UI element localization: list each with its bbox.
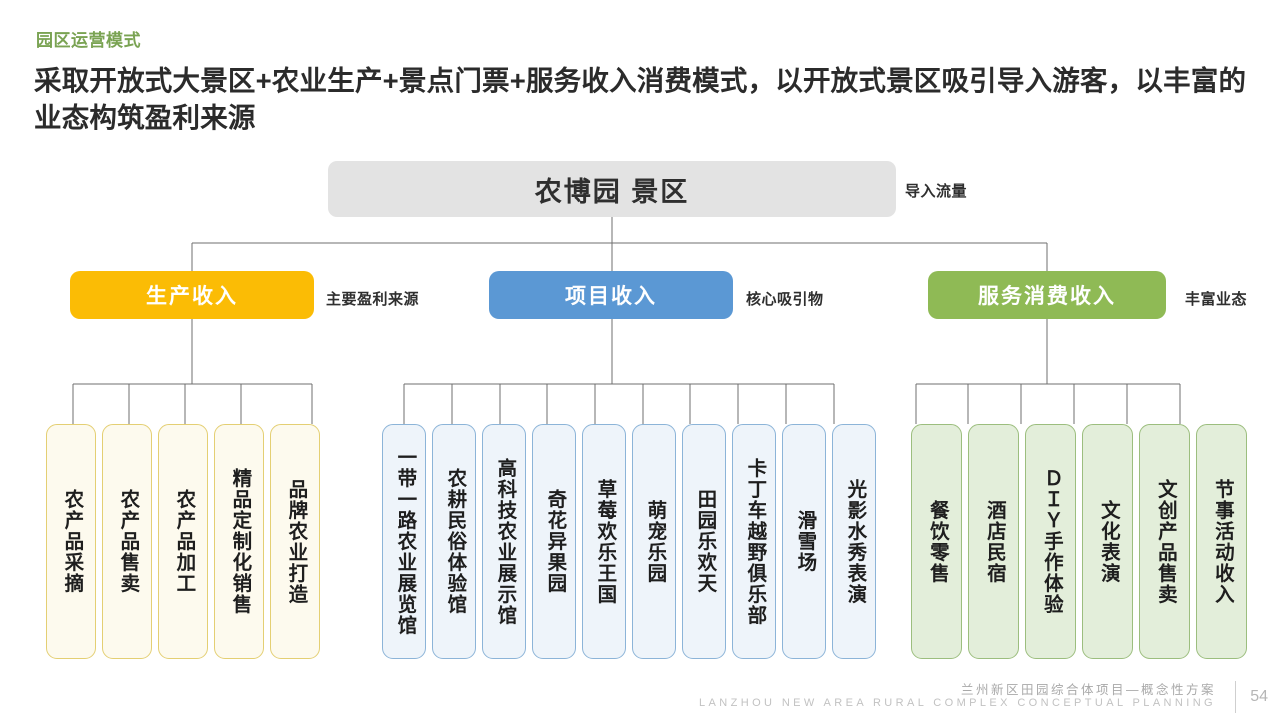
leaf-node[interactable]: ＤＩＹ手作体验: [1025, 424, 1076, 659]
leaf-label: 农产品采摘: [60, 489, 83, 594]
leaf-node[interactable]: 农产品加工: [158, 424, 208, 659]
leaf-node[interactable]: 农产品售卖: [102, 424, 152, 659]
leaf-node[interactable]: 高科技农业展示馆: [482, 424, 526, 659]
leaf-label: 节事活动收入: [1211, 478, 1234, 605]
root-note: 导入流量: [905, 183, 968, 200]
leaf-label: 农耕民俗体验馆: [443, 468, 466, 615]
leaf-label: ＤＩＹ手作体验: [1040, 468, 1063, 615]
leaf-label: 奇花异果园: [543, 489, 566, 594]
leaf-label: 光影水秀表演: [843, 478, 866, 605]
leaf-node[interactable]: 酒店民宿: [968, 424, 1019, 659]
leaf-node[interactable]: 文创产品售卖: [1139, 424, 1190, 659]
branch-node-service-income[interactable]: 服务消费收入: [928, 271, 1166, 319]
branch-note-production: 主要盈利来源: [326, 291, 420, 308]
leaf-row-project: 一带一路农业展览馆 农耕民俗体验馆 高科技农业展示馆 奇花异果园 草莓欢乐王国 …: [382, 424, 876, 659]
leaf-label: 农产品售卖: [116, 489, 139, 594]
leaf-node[interactable]: 农产品采摘: [46, 424, 96, 659]
branch-note-project: 核心吸引物: [746, 291, 824, 308]
leaf-label: 田园乐欢天: [693, 489, 716, 594]
leaf-label: 卡丁车越野俱乐部: [743, 457, 766, 626]
leaf-node[interactable]: 一带一路农业展览馆: [382, 424, 426, 659]
leaf-node[interactable]: 农耕民俗体验馆: [432, 424, 476, 659]
leaf-node[interactable]: 卡丁车越野俱乐部: [732, 424, 776, 659]
leaf-node[interactable]: 草莓欢乐王国: [582, 424, 626, 659]
leaf-node[interactable]: 光影水秀表演: [832, 424, 876, 659]
leaf-label: 酒店民宿: [983, 499, 1006, 584]
leaf-label: 文创产品售卖: [1154, 478, 1177, 605]
leaf-node[interactable]: 品牌农业打造: [270, 424, 320, 659]
leaf-label: 萌宠乐园: [643, 499, 666, 584]
branch-node-project-income[interactable]: 项目收入: [489, 271, 733, 319]
leaf-node[interactable]: 萌宠乐园: [632, 424, 676, 659]
branch-note-service: 丰富业态: [1185, 291, 1248, 308]
footer-title-en: LANZHOU NEW AREA RURAL COMPLEX CONCEPTUA…: [699, 697, 1216, 709]
leaf-node[interactable]: 节事活动收入: [1196, 424, 1247, 659]
leaf-label: 文化表演: [1097, 499, 1120, 584]
leaf-label: 餐饮零售: [926, 499, 949, 584]
leaf-node[interactable]: 田园乐欢天: [682, 424, 726, 659]
leaf-label: 一带一路农业展览馆: [393, 447, 416, 636]
leaf-label: 滑雪场: [793, 510, 816, 573]
leaf-row-production: 农产品采摘 农产品售卖 农产品加工 精品定制化销售 品牌农业打造: [46, 424, 320, 659]
leaf-row-service: 餐饮零售 酒店民宿 ＤＩＹ手作体验 文化表演 文创产品售卖 节事活动收入: [911, 424, 1247, 659]
leaf-label: 品牌农业打造: [284, 478, 307, 605]
leaf-label: 精品定制化销售: [228, 468, 251, 615]
footer-divider: [1235, 681, 1236, 713]
root-node-scenic-area[interactable]: 农博园 景区: [328, 161, 896, 217]
leaf-node[interactable]: 奇花异果园: [532, 424, 576, 659]
footer-title-cn: 兰州新区田园综合体项目—概念性方案: [960, 683, 1216, 697]
section-kicker: 园区运营模式: [36, 31, 141, 50]
branch-node-production-income[interactable]: 生产收入: [70, 271, 314, 319]
leaf-label: 农产品加工: [172, 489, 195, 594]
leaf-node[interactable]: 文化表演: [1082, 424, 1133, 659]
leaf-node[interactable]: 滑雪场: [782, 424, 826, 659]
leaf-node[interactable]: 餐饮零售: [911, 424, 962, 659]
page-number: 54: [1250, 688, 1268, 705]
leaf-label: 草莓欢乐王国: [593, 478, 616, 605]
leaf-label: 高科技农业展示馆: [493, 457, 516, 626]
page-title: 采取开放式大景区+农业生产+景点门票+服务收入消费模式，以开放式景区吸引导入游客…: [34, 65, 1247, 134]
leaf-node[interactable]: 精品定制化销售: [214, 424, 264, 659]
